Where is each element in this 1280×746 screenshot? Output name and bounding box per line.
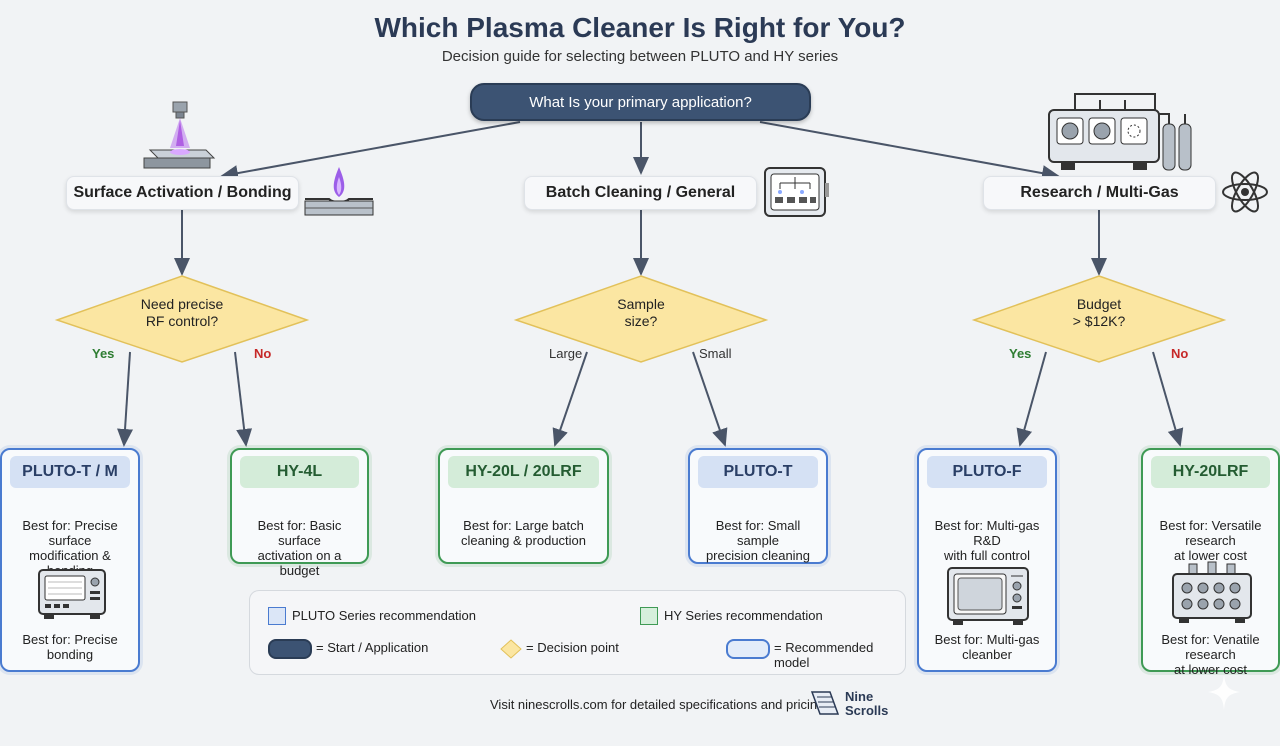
arrow-decision3-no (1152, 351, 1184, 447)
start-node[interactable]: What Is your primary application? (470, 83, 811, 121)
card-best-line: Best for: Basic surface (257, 518, 342, 548)
legend-hy-label: HY Series recommendation (664, 608, 823, 623)
batch-chamber-icon (764, 167, 829, 217)
legend-decision-swatch (500, 639, 522, 659)
card-best-for-secondary: Best for: Multi-gas cleanber (923, 632, 1051, 662)
card-best-line: at lower cost (1174, 548, 1247, 563)
card-hy-4l[interactable]: HY-4L Best for: Basic surface activation… (230, 448, 369, 578)
card-best-line: Best for: Venatile research (1161, 632, 1260, 662)
decision-budget-line2: > $12K? (1072, 313, 1126, 329)
card-best-line: Best for: Large batch (463, 518, 584, 533)
decision-diamond-size (513, 275, 769, 363)
decision-rf-label: Need precise RF control? (82, 296, 282, 330)
legend-start-swatch (268, 639, 312, 659)
card-best-for: Best for: Small sample precision cleanin… (694, 518, 822, 563)
card-best-line: Best for: Multi-gas (934, 632, 1040, 647)
legend-start-label: = Start / Application (316, 640, 429, 655)
card-pluto-t[interactable]: PLUTO-T Best for: Small sample precision… (688, 448, 828, 564)
card-best-for: Best for: Basic surface activation on a … (236, 518, 363, 578)
card-hy-20l-20lrf[interactable]: HY-20L / 20LRF Best for: Large batch cle… (438, 448, 609, 564)
card-best-for: Best for: Multi-gas R&D with full contro… (923, 518, 1051, 563)
card-best-line: bonding (46, 647, 94, 662)
branch-label-large: Large (549, 346, 583, 361)
branch-label-no: No (1171, 346, 1189, 361)
decision-diamond-budget (971, 275, 1227, 363)
decision-size-label: Sample size? (541, 296, 741, 330)
card-best-line: cleaning & production (460, 533, 587, 548)
card-best-line: with full control (944, 548, 1030, 563)
legend-model-swatch (726, 639, 770, 659)
plasma-flame-icon (304, 167, 374, 216)
branch-label-small: Small (699, 346, 732, 361)
card-best-for: Best for: Large batch cleaning & product… (444, 518, 603, 548)
legend-hy-swatch (640, 607, 658, 625)
legend-pluto-label: PLUTO Series recommendation (292, 608, 477, 623)
card-best-line: Best for: Precise surface (22, 518, 118, 548)
card-best-line: at lower cost (1174, 662, 1247, 677)
brand-line1: Nine (845, 689, 874, 704)
card-title: HY-4L (240, 456, 359, 488)
card-hy-20lrf[interactable]: HY-20LRF Best for: Versatile research at… (1141, 448, 1280, 677)
arrow-decision2-large (552, 351, 588, 447)
nine-scrolls-logo-icon (810, 691, 840, 715)
brand-line2: Scrolls (845, 703, 889, 718)
arrow-decision1-yes (117, 351, 134, 447)
arrow-start-to-research (759, 121, 1060, 182)
plasma-nozzle-icon (143, 101, 216, 169)
card-best-line: cleanber (962, 647, 1012, 662)
legend-model-label: = Recommended model (774, 640, 874, 670)
page-subtitle: Decision guide for selecting between PLU… (441, 48, 839, 65)
card-best-line: Best for: Multi-gas R&D (934, 518, 1040, 548)
page-title: Which Plasma Cleaner Is Right for You? (374, 12, 906, 43)
card-best-line: precision cleaning (705, 548, 811, 563)
card-pluto-t-m[interactable]: PLUTO-T / M Best for: Precise surface mo… (0, 448, 140, 672)
legend: PLUTO Series recommendation HY Series re… (249, 590, 906, 675)
card-title: PLUTO-T (698, 456, 818, 488)
card-best-for-secondary: Best for: Precise bonding (6, 632, 134, 662)
brand-name: Nine Scrolls (845, 690, 888, 718)
card-best-line: Best for: Versatile research (1159, 518, 1262, 548)
card-title: HY-20LRF (1151, 456, 1270, 488)
multi-knob-unit-icon (1172, 561, 1252, 623)
decision-size-line1: Sample (617, 296, 665, 312)
card-pluto-f[interactable]: PLUTO-F Best for: Multi-gas R&D with ful… (917, 448, 1057, 672)
atom-icon (1222, 171, 1268, 213)
gas-system-icon (1048, 93, 1192, 171)
decision-diamond-rf (54, 275, 310, 363)
card-title: HY-20L / 20LRF (448, 456, 599, 488)
legend-pluto-swatch (268, 607, 286, 625)
card-best-for: Best for: Versatile research at lower co… (1143, 518, 1278, 563)
decision-budget-label: Budget > $12K? (999, 296, 1199, 330)
sparkle-icon (1208, 674, 1240, 710)
arrow-start-to-surface (220, 121, 521, 182)
microwave-chamber-icon (947, 567, 1029, 625)
category-research[interactable]: Research / Multi-Gas (983, 176, 1216, 210)
branch-label-no: No (254, 346, 272, 361)
legend-decision-label: = Decision point (526, 640, 619, 655)
card-best-line: activation on a budget (257, 548, 342, 578)
decision-rf-line2: RF control? (145, 313, 219, 329)
branch-label-yes: Yes (92, 346, 115, 361)
arrow-decision3-yes (1016, 351, 1047, 447)
card-best-line: Best for: Precise (22, 632, 118, 647)
decision-size-line2: size? (624, 313, 658, 329)
decision-budget-line1: Budget (1076, 296, 1122, 312)
card-title: PLUTO-T / M (10, 456, 130, 488)
arrow-decision1-no (234, 351, 253, 447)
card-title: PLUTO-F (927, 456, 1047, 488)
category-surface-activation[interactable]: Surface Activation / Bonding (66, 176, 299, 210)
category-batch-cleaning[interactable]: Batch Cleaning / General (524, 176, 757, 210)
arrow-decision2-small (692, 351, 728, 447)
footer-text: Visit ninescrolls.com for detailed speci… (490, 697, 825, 712)
plasma-cleaner-machine-icon (38, 569, 106, 619)
branch-label-yes: Yes (1009, 346, 1032, 361)
card-best-for-secondary: Best for: Venatile research at lower cos… (1143, 632, 1278, 677)
decision-rf-line1: Need precise (140, 296, 224, 312)
card-best-line: Best for: Small sample (715, 518, 801, 548)
